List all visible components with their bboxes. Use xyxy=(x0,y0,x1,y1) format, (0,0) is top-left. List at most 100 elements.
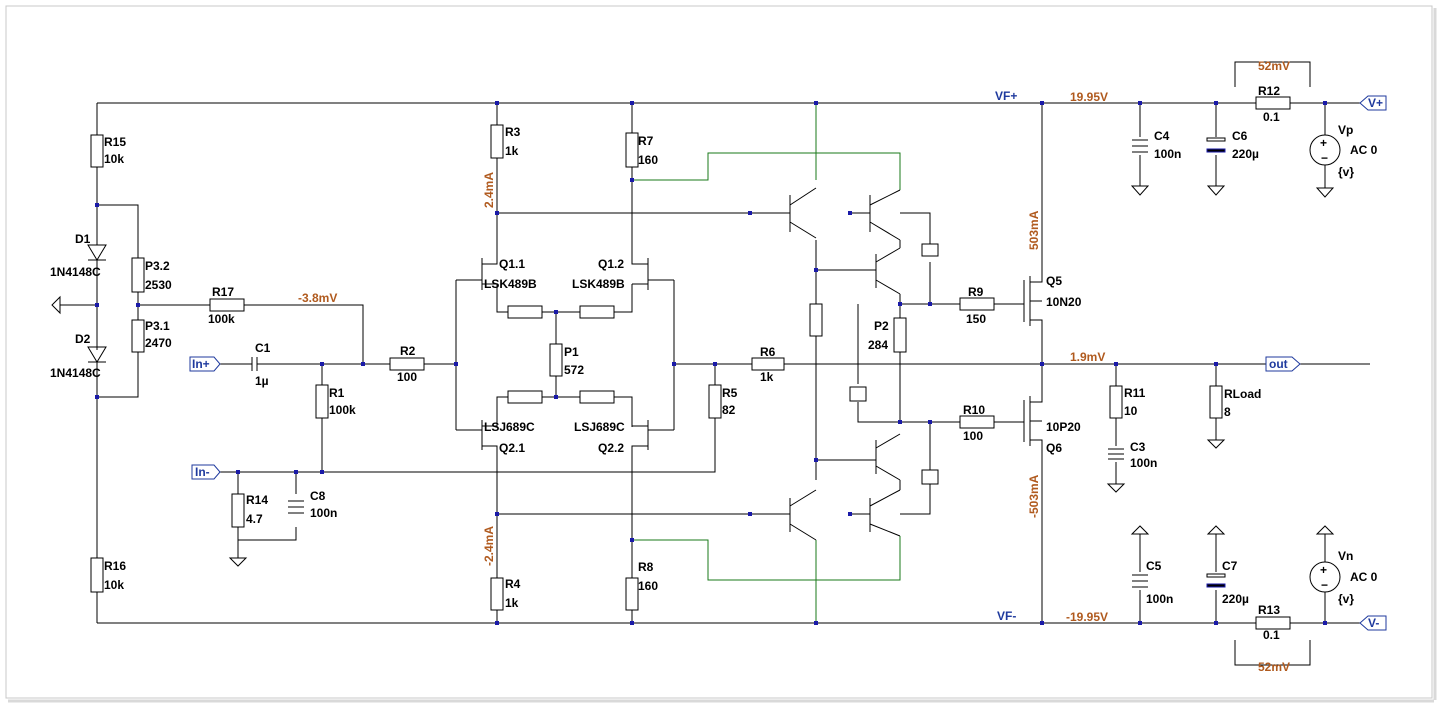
measure-i-bottom: -2.4mA xyxy=(482,526,496,566)
measure-v-bias: -3.8mV xyxy=(298,291,337,305)
component-bodies: + − + − xyxy=(51,95,1387,631)
p2-value: 284 xyxy=(868,338,888,352)
r17-value: 100k xyxy=(208,312,235,326)
page-border xyxy=(5,5,1433,699)
vp-param: {v} xyxy=(1338,165,1354,179)
c3-ref: C3 xyxy=(1130,440,1146,454)
c1-value: 1µ xyxy=(255,374,269,388)
c6-ref: C6 xyxy=(1232,129,1248,143)
vn-value: AC 0 xyxy=(1350,570,1378,584)
measure-v-r12: 52mV xyxy=(1258,59,1290,73)
p32-ref: P3.2 xyxy=(145,259,170,273)
r6-ref: R6 xyxy=(760,345,776,359)
port-v-minus: V- xyxy=(1368,616,1379,630)
net-vf-minus: VF- xyxy=(997,609,1016,623)
r10-ref: R10 xyxy=(963,403,985,417)
c8-ref: C8 xyxy=(310,489,326,503)
r1-ref: R1 xyxy=(329,386,345,400)
r9-value: 150 xyxy=(966,312,986,326)
q21-value: LSJ689C xyxy=(484,420,535,434)
c3-value: 100n xyxy=(1130,456,1157,470)
c4-ref: C4 xyxy=(1154,129,1170,143)
q5-value: 10N20 xyxy=(1046,295,1082,309)
q22-value: LSJ689C xyxy=(574,420,625,434)
d1-value: 1N4148C xyxy=(50,265,101,279)
r14-value: 4.7 xyxy=(246,512,263,526)
wires xyxy=(60,61,1370,666)
c4-value: 100n xyxy=(1154,147,1181,161)
r2-ref: R2 xyxy=(400,344,416,358)
r4-ref: R4 xyxy=(505,577,521,591)
r15-ref: R15 xyxy=(104,135,126,149)
junction-dots xyxy=(95,101,1327,625)
svg-text:+: + xyxy=(1320,136,1327,150)
r8-ref: R8 xyxy=(638,560,654,574)
q6-ref: Q6 xyxy=(1046,441,1062,455)
rload-ref: RLoad xyxy=(1224,387,1261,401)
q5-ref: Q5 xyxy=(1046,274,1062,288)
vn-ref: Vn xyxy=(1338,549,1353,563)
q21-ref: Q2.1 xyxy=(499,441,525,455)
p31-ref: P3.1 xyxy=(145,319,170,333)
d1-ref: D1 xyxy=(75,232,91,246)
r8-value: 160 xyxy=(638,579,658,593)
measure-i-top: 2.4mA xyxy=(482,172,496,208)
r1-value: 100k xyxy=(329,403,356,417)
r6-value: 1k xyxy=(760,370,774,384)
vp-value: AC 0 xyxy=(1350,143,1378,157)
measure-v-r13: 52mV xyxy=(1258,660,1290,674)
r9-ref: R9 xyxy=(968,285,984,299)
r5-value: 82 xyxy=(722,403,736,417)
r2-value: 100 xyxy=(397,370,417,384)
p31-value: 2470 xyxy=(145,336,172,350)
r4-value: 1k xyxy=(505,596,519,610)
vn-param: {v} xyxy=(1338,592,1354,606)
r7-ref: R7 xyxy=(638,134,654,148)
r15-value: 10k xyxy=(104,152,124,166)
rload-value: 8 xyxy=(1224,405,1231,419)
c8-value: 100n xyxy=(310,506,337,520)
svg-text:−: − xyxy=(1321,578,1328,592)
r13-value: 0.1 xyxy=(1263,628,1280,642)
r3-ref: R3 xyxy=(505,125,521,139)
q12-ref: Q1.2 xyxy=(598,257,624,271)
p2-ref: P2 xyxy=(874,319,889,333)
r3-value: 1k xyxy=(505,144,519,158)
r11-value: 10 xyxy=(1124,404,1138,418)
q12-value: LSK489B xyxy=(572,277,625,291)
p32-value: 2530 xyxy=(145,278,172,292)
vp-ref: Vp xyxy=(1338,123,1353,137)
feedback-wires xyxy=(632,103,901,623)
svg-text:+: + xyxy=(1320,563,1327,577)
c7-value: 220µ xyxy=(1222,592,1249,606)
d2-ref: D2 xyxy=(75,332,91,346)
r16-value: 10k xyxy=(104,578,124,592)
c7-ref: C7 xyxy=(1222,559,1238,573)
q11-value: LSK489B xyxy=(484,277,537,291)
r5-ref: R5 xyxy=(722,386,738,400)
r11-ref: R11 xyxy=(1124,386,1146,400)
port-labels: In+ In- out V+ V- VF+ VF- xyxy=(192,89,1383,630)
measure-v-bottom: -19.95V xyxy=(1066,610,1108,624)
port-out: out xyxy=(1269,357,1288,371)
port-in-minus: In- xyxy=(195,465,210,479)
port-in-plus: In+ xyxy=(192,357,210,371)
c5-ref: C5 xyxy=(1146,559,1162,573)
r10-value: 100 xyxy=(963,429,983,443)
measure-v-out: 1.9mV xyxy=(1070,350,1105,364)
r12-value: 0.1 xyxy=(1263,110,1280,124)
r16-ref: R16 xyxy=(104,559,126,573)
measure-v-top: 19.95V xyxy=(1070,90,1108,104)
q22-ref: Q2.2 xyxy=(598,441,624,455)
r12-ref: R12 xyxy=(1258,84,1280,98)
p1-value: 572 xyxy=(564,363,584,377)
c5-value: 100n xyxy=(1146,592,1173,606)
r17-ref: R17 xyxy=(212,285,234,299)
measure-i-q6: -503mA xyxy=(1027,474,1041,518)
svg-text:−: − xyxy=(1321,151,1328,165)
q6-value: 10P20 xyxy=(1046,420,1081,434)
d2-value: 1N4148C xyxy=(50,366,101,380)
c6-value: 220µ xyxy=(1232,147,1259,161)
measure-i-q5: 503mA xyxy=(1027,210,1041,250)
